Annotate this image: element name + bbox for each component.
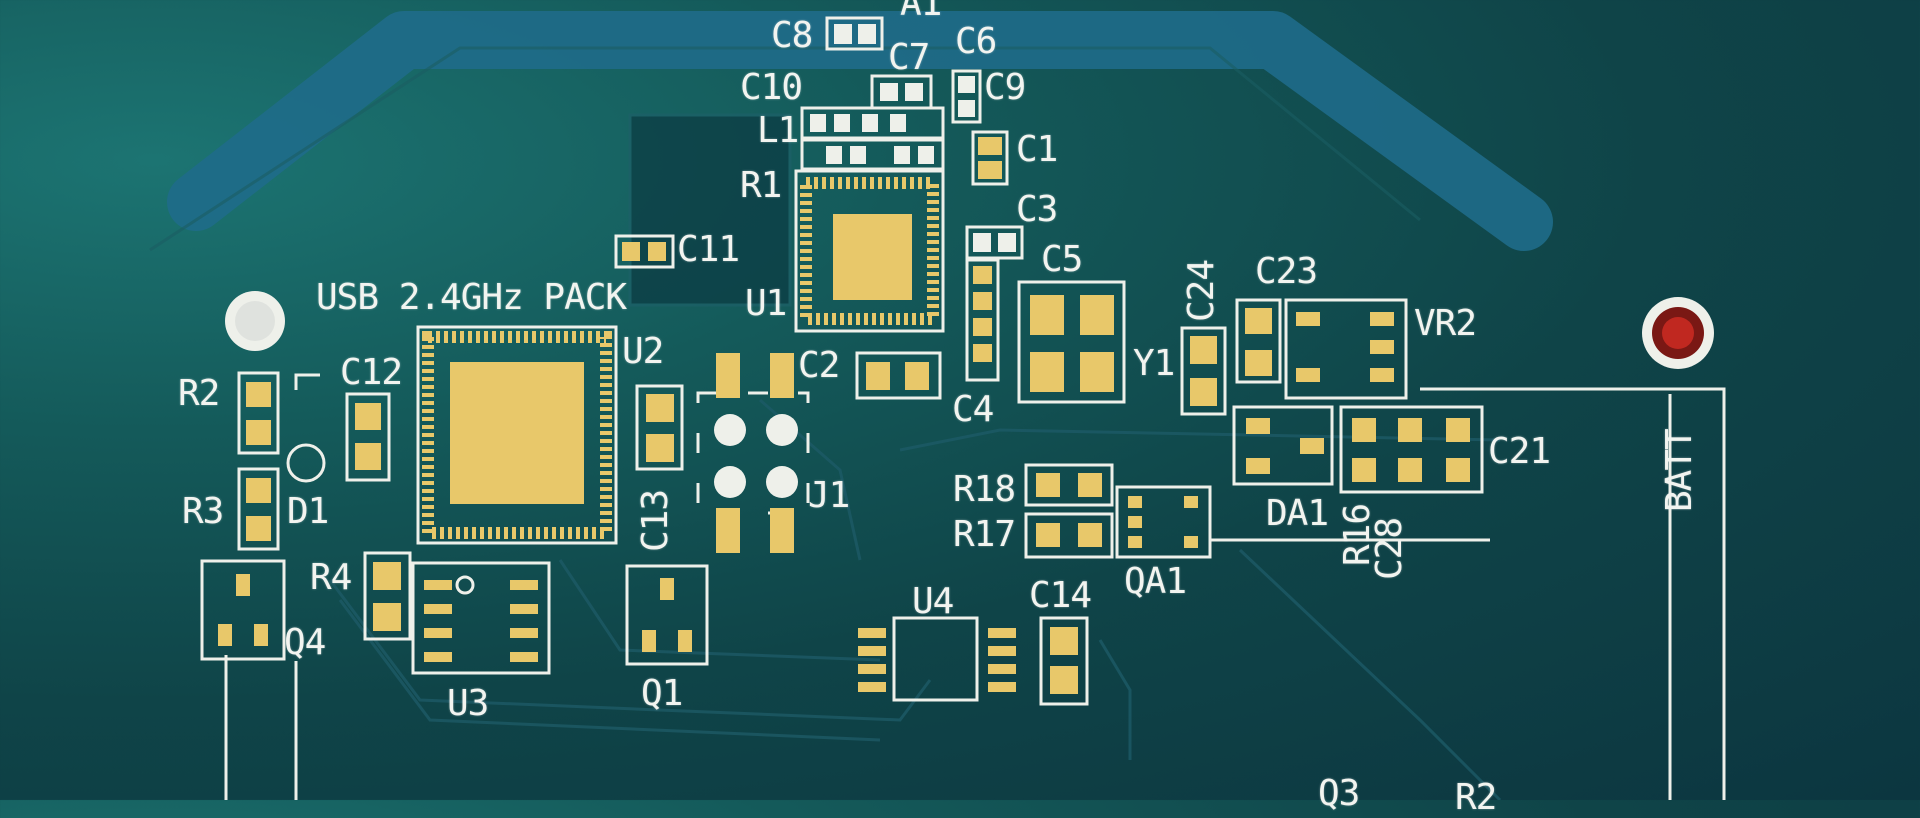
batt-hole-core <box>1662 317 1694 349</box>
label-c24: C24 <box>1181 259 1222 322</box>
label-c6: C6 <box>955 21 997 62</box>
label-j1: J1 <box>808 475 850 516</box>
label-y1: Y1 <box>1133 343 1175 384</box>
label-c7: C7 <box>888 37 930 78</box>
mounting-hole-inner <box>235 301 275 341</box>
label-c4: C4 <box>952 389 994 430</box>
label-qa1: QA1 <box>1124 561 1187 602</box>
label-r1: R1 <box>740 165 782 206</box>
u1-chip-footprint <box>794 169 945 333</box>
label-r2: R2 <box>178 373 220 414</box>
label-c14: C14 <box>1029 575 1092 616</box>
label-r4: R4 <box>310 557 352 598</box>
label-r18: R18 <box>953 469 1016 510</box>
label-d1: D1 <box>287 491 329 532</box>
label-c13: C13 <box>635 489 676 552</box>
label-a1: A1 <box>900 0 942 24</box>
label-c28: C28 <box>1369 517 1410 580</box>
label-c9: C9 <box>984 67 1026 108</box>
label-r3: R3 <box>182 491 224 532</box>
label-c5: C5 <box>1041 239 1083 280</box>
label-c1: C1 <box>1016 129 1058 170</box>
label-u2: U2 <box>622 331 664 372</box>
label-q1: Q1 <box>641 673 683 714</box>
label-c23: C23 <box>1255 251 1318 292</box>
u2-chip-footprint <box>416 325 618 545</box>
antenna-trace <box>167 11 1553 251</box>
silkscreen-lines <box>224 387 1726 800</box>
label-q3: Q3 <box>1318 773 1360 814</box>
label-u1: U1 <box>745 283 787 324</box>
label-c11: C11 <box>677 229 740 270</box>
label-u3: U3 <box>447 683 489 724</box>
ground-pour <box>628 113 792 307</box>
label-c21: C21 <box>1488 431 1551 472</box>
label-c10: C10 <box>740 67 803 108</box>
label-u4: U4 <box>912 581 954 622</box>
label-q4: Q4 <box>284 622 326 663</box>
label-r2-bottom: R2 <box>1455 777 1497 818</box>
label-c2: C2 <box>798 345 840 386</box>
label-c8: C8 <box>771 15 813 56</box>
j1-connector-footprint <box>696 353 810 553</box>
component-footprints <box>200 16 1484 706</box>
label-r17: R17 <box>953 514 1016 555</box>
label-c3: C3 <box>1016 189 1058 230</box>
label-c12: C12 <box>340 352 403 393</box>
label-vr2: VR2 <box>1414 303 1477 344</box>
label-l1: L1 <box>757 110 799 151</box>
pcb-board <box>149 11 1726 800</box>
label-batt: BATT <box>1659 429 1700 512</box>
board-title: USB 2.4GHz PACK <box>316 277 627 318</box>
label-da1: DA1 <box>1266 493 1329 534</box>
